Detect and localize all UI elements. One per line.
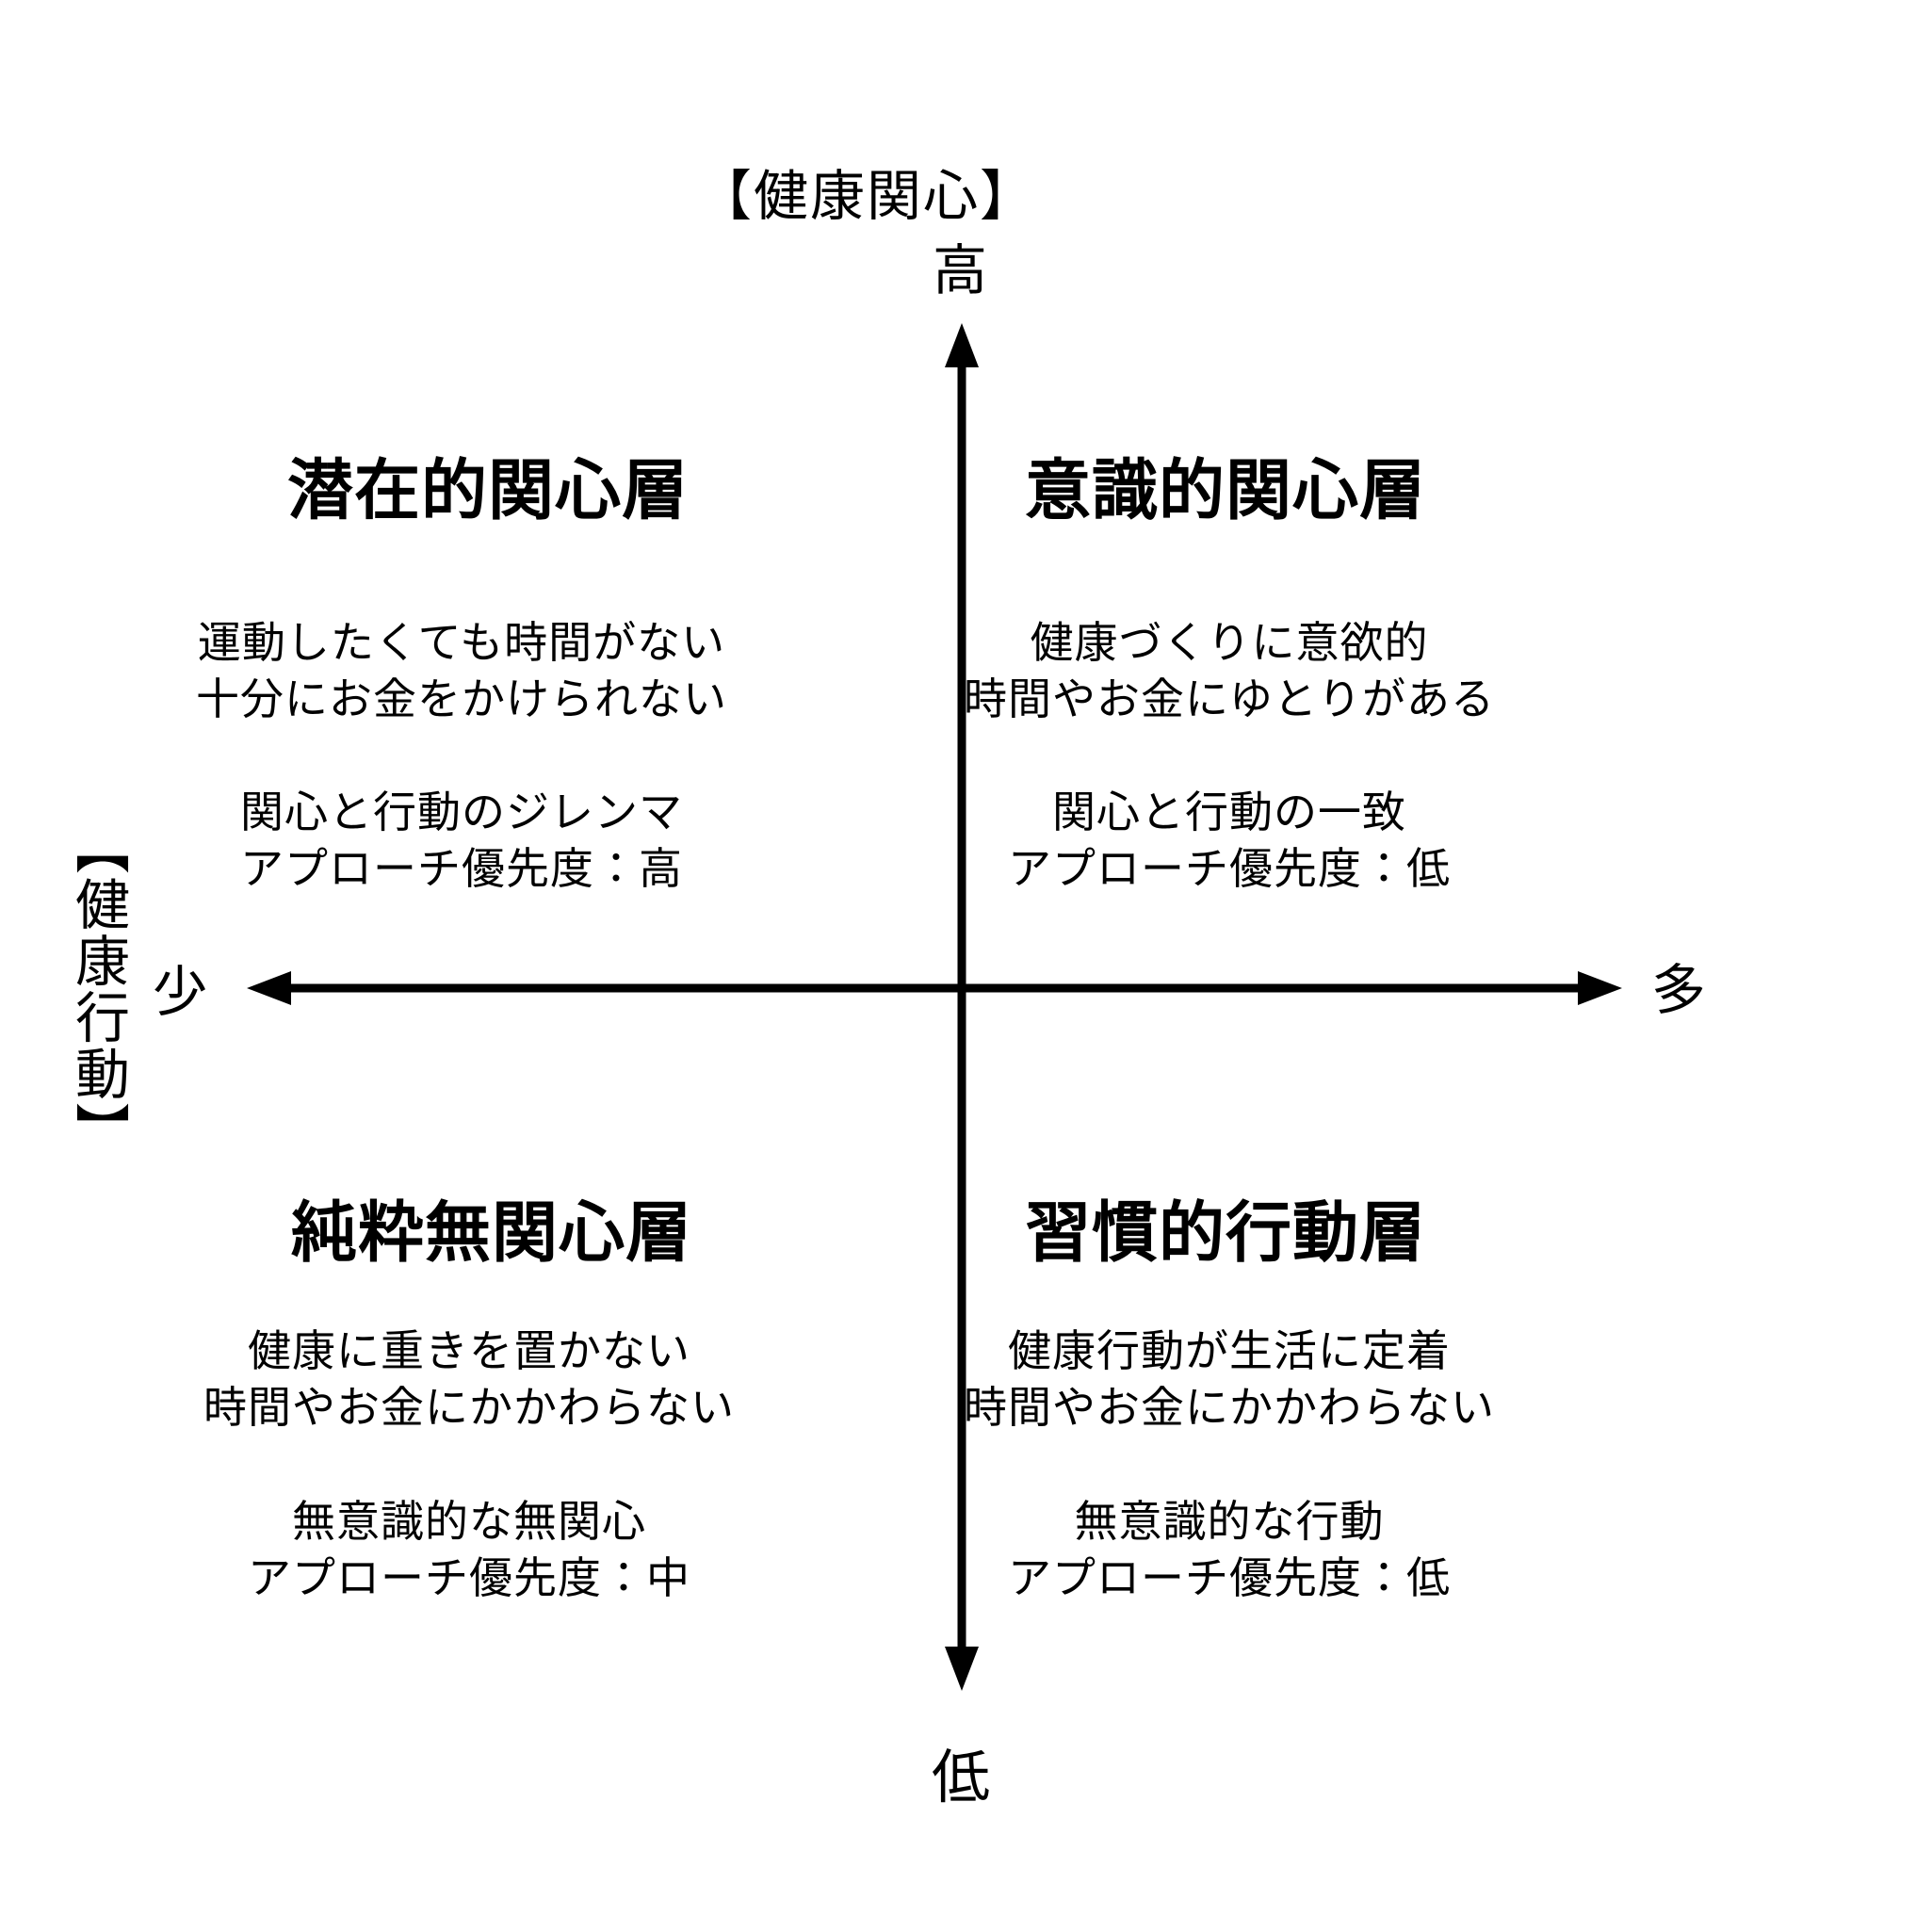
description-line: 運動したくても時間がない [197,618,726,667]
y-axis-low-label: 低 [931,1745,993,1810]
note-line: アプローチ優先度：中 [248,1553,690,1602]
description-line: 時間やお金にゆとりがある [964,674,1495,723]
quadrant-bottom-right-title: 習慣的行動層 [1025,1195,1426,1270]
x-axis-few-label: 少 [152,962,210,1023]
arrowhead-left-icon [247,971,291,1005]
quadrant-bottom-left-note: 無意識的な無関心 アプローチ優先度：中 [248,1493,690,1606]
arrowhead-down-icon [945,1647,979,1691]
note-line: 関心と行動の一致 [1052,787,1406,836]
description-line: 健康づくりに意欲的 [1030,618,1429,667]
note-line: アプローチ優先度：低 [1008,1553,1451,1602]
x-axis-title: 【健康行動】 [67,820,128,1159]
note-line: 無意識的な行動 [1074,1497,1385,1546]
note-line: 無意識的な無関心 [292,1497,646,1546]
quadrant-top-right-description: 健康づくりに意欲的 時間やお金にゆとりがある [964,614,1495,727]
quadrant-bottom-right-description: 健康行動が生活に定着 時間やお金にかかわらない [964,1323,1495,1436]
quadrant-top-left-title: 潜在的関心層 [287,453,689,528]
note-line: アプローチ優先度：低 [1008,844,1451,893]
arrowhead-right-icon [1578,971,1622,1005]
description-line: 時間やお金にかかわらない [964,1383,1495,1432]
note-line: アプローチ優先度：高 [240,844,683,893]
y-axis-high-label: 高 [932,240,990,301]
description-line: 健康行動が生活に定着 [1008,1326,1451,1375]
quadrant-top-left-description: 運動したくても時間がない 十分にお金をかけられない [196,614,727,727]
quadrant-top-left-note: 関心と行動のジレンマ アプローチ優先度：高 [240,784,683,897]
description-line: 健康に重きを置かない [248,1326,690,1375]
note-line: 関心と行動のジレンマ [240,787,683,836]
description-line: 時間やお金にかかわらない [203,1383,735,1432]
description-line: 十分にお金をかけられない [196,674,727,723]
y-axis-title: 【健康関心】 [696,166,1037,227]
arrowhead-up-icon [945,323,979,367]
quadrant-top-right-note: 関心と行動の一致 アプローチ優先度：低 [1008,784,1451,897]
quadrant-bottom-left-description: 健康に重きを置かない 時間やお金にかかわらない [203,1323,735,1436]
x-axis-many-label: 多 [1650,960,1709,1021]
quadrant-top-right-title: 意識的関心層 [1025,453,1426,528]
quadrant-bottom-right-note: 無意識的な行動 アプローチ優先度：低 [1008,1493,1451,1606]
quadrant-bottom-left-title: 純粋無関心層 [291,1195,692,1270]
